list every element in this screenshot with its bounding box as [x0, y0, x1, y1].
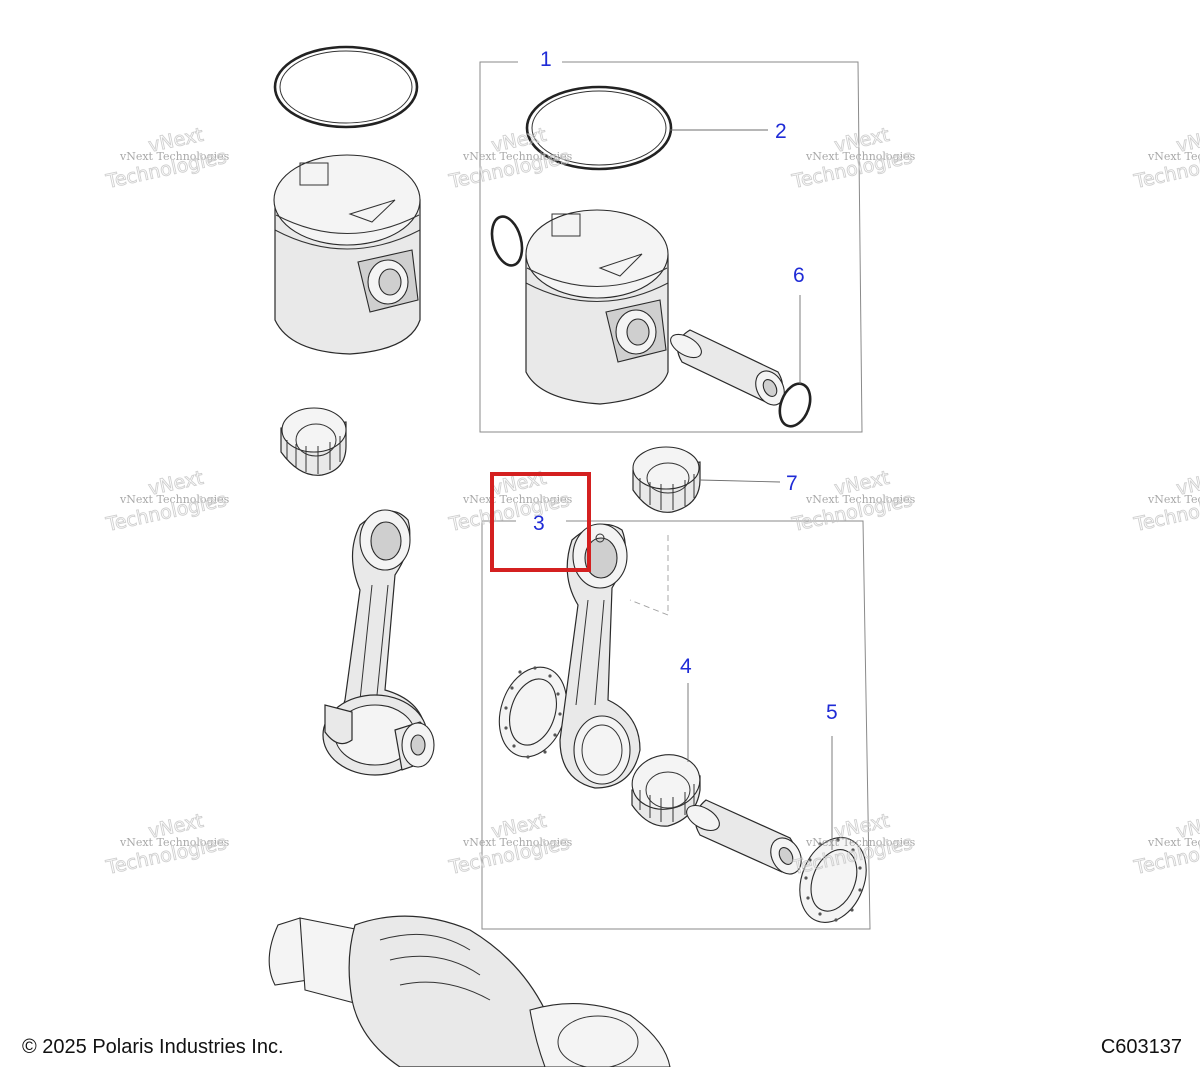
callout-3[interactable]: 3: [533, 512, 545, 535]
thrust-washer-5: [799, 837, 867, 923]
callout-highlight-box: [490, 472, 591, 572]
piston-kit: [525, 209, 669, 405]
piston-left: [273, 154, 421, 355]
needle-bearing-left: [280, 407, 347, 476]
watermark-text: vNext: [1174, 810, 1200, 843]
watermark-text: vNext: [1174, 467, 1200, 500]
needle-bearing-4: [631, 754, 701, 827]
watermark-text: vNext Technologies: [805, 836, 916, 849]
callout-7[interactable]: 7: [786, 472, 798, 495]
assembly-line: [629, 535, 669, 616]
kit-box-3: [481, 520, 871, 930]
callout-6[interactable]: 6: [793, 264, 805, 287]
watermark-text: vNext Technologies: [119, 836, 230, 849]
small-end-bearing-7: [632, 446, 701, 513]
leader-7: [699, 479, 781, 483]
piston-ring-2: [525, 85, 673, 171]
watermark-text: vNext Technologies: [119, 493, 230, 506]
kit-box-1: [479, 61, 863, 433]
watermark-text: vNext Technologies: [462, 836, 573, 849]
wrist-pin-clip-6: [778, 382, 812, 428]
watermark-text: vNext Technologies: [1147, 493, 1200, 506]
crank-pin: [686, 799, 802, 875]
connecting-rod-kit: [559, 523, 641, 789]
watermark-text: vNext Technologies: [1147, 836, 1200, 849]
callout-2[interactable]: 2: [775, 120, 787, 143]
watermark-text: vNext Technologies: [119, 150, 230, 163]
watermark-text: vNext Technologies: [805, 150, 916, 163]
wrist-pin: [670, 329, 785, 406]
figure-id: C603137: [1100, 1036, 1182, 1058]
watermark-text: vNext Technologies: [805, 493, 916, 506]
connecting-rod-left: [322, 509, 435, 776]
callout-5[interactable]: 5: [826, 701, 838, 724]
callout-1[interactable]: 1: [540, 48, 552, 71]
watermark-text: vNext Technologies: [462, 150, 573, 163]
copyright-text: © 2025 Polaris Industries Inc.: [22, 1036, 284, 1058]
watermark-text: vNext Technologies: [1147, 150, 1200, 163]
watermark-text: vNext: [1174, 124, 1200, 157]
crankshaft: [268, 915, 671, 1067]
watermark-text: vNext Technologies: [462, 493, 573, 506]
thrust-washer-left: [498, 666, 568, 759]
callout-4[interactable]: 4: [680, 655, 692, 678]
piston-ring-left: [273, 45, 419, 129]
wrist-pin-clip-left: [490, 215, 524, 267]
